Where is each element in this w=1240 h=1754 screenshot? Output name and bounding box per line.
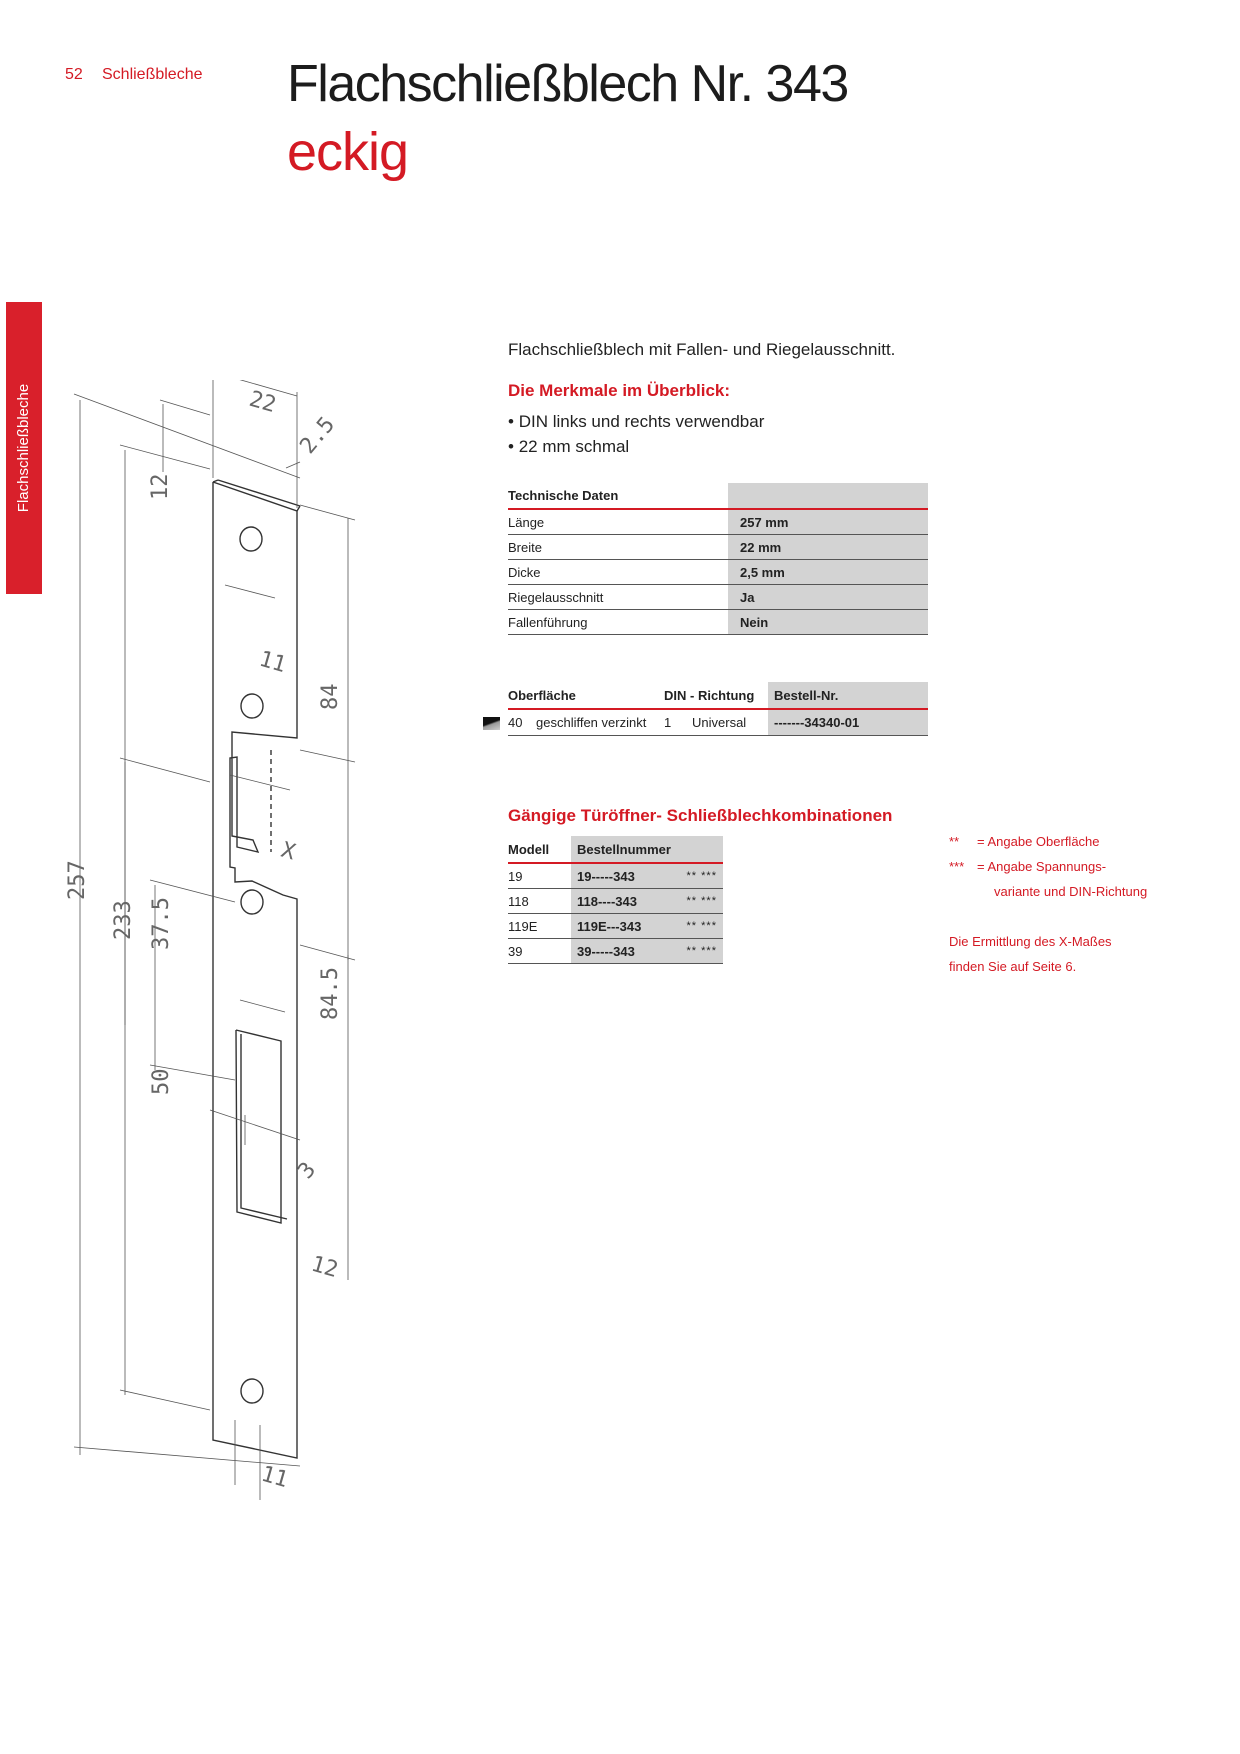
- page-title: Flachschließblech Nr. 343: [287, 55, 849, 113]
- dim-label: 2.5: [295, 412, 340, 459]
- table-row: 119E 119E---343 ** ***: [508, 913, 723, 939]
- plate-edge: [296, 505, 301, 512]
- technical-drawing: 22 2.5 12 11 84 X 257 233 37.5 84.5 50 3…: [65, 380, 356, 1500]
- feature-item: DIN links und rechts verwendbar: [508, 409, 765, 434]
- note-surface: ** = Angabe Oberfläche: [949, 834, 1100, 849]
- table-row: 19 19-----343 ** ***: [508, 863, 723, 889]
- dim-label: 11: [258, 1462, 290, 1493]
- dim-label: 12: [148, 474, 173, 501]
- dim-label: 12: [308, 1252, 340, 1283]
- model: 119E: [508, 913, 571, 939]
- dim-label: 257: [65, 860, 90, 900]
- din-header: DIN - Richtung: [664, 682, 768, 710]
- row-value: Nein: [728, 609, 928, 635]
- strike-opening: [235, 1029, 282, 1224]
- table-row: 39 39-----343 ** ***: [508, 938, 723, 964]
- side-tab: Flachschließbleche: [6, 302, 42, 594]
- row-label: Dicke: [508, 559, 728, 585]
- screw-hole-bottom: [240, 1378, 264, 1404]
- order-number: 39-----343: [571, 938, 667, 964]
- tech-data-header: Technische Daten: [508, 483, 728, 510]
- surface-header: Oberfläche: [508, 682, 664, 710]
- order-table: Oberfläche DIN - Richtung Bestell-Nr. 40…: [483, 682, 928, 736]
- order-number-header: Bestellnummer: [571, 836, 723, 864]
- table-row: 40 geschliffen verzinkt 1 Universal ----…: [483, 709, 928, 736]
- dim-label: 37.5: [149, 897, 174, 950]
- surface-swatch: [483, 709, 508, 736]
- surface-name: geschliffen verzinkt: [536, 709, 664, 736]
- dim-label: 11: [256, 647, 288, 678]
- order-number: 118----343: [571, 888, 667, 914]
- table-header-row: Modell Bestellnummer: [508, 836, 723, 864]
- model: 19: [508, 863, 571, 889]
- page-subtitle: eckig: [287, 122, 409, 182]
- note-symbol: ***: [949, 859, 965, 874]
- din-direction: Universal: [692, 709, 768, 736]
- screw-hole-mid-lower: [240, 889, 264, 915]
- row-value: Ja: [728, 584, 928, 610]
- model: 118: [508, 888, 571, 914]
- row-value: 22 mm: [728, 534, 928, 560]
- strike-opening-inner: [240, 1034, 288, 1220]
- row-label: Länge: [508, 509, 728, 535]
- table-row: Dicke 2,5 mm: [508, 559, 928, 585]
- order-suffix: ** ***: [667, 863, 723, 889]
- dim-label: 22: [246, 387, 278, 418]
- note-text: = Angabe Oberfläche: [977, 834, 1100, 849]
- dim-label: X: [278, 838, 298, 866]
- table-row: Fallenführung Nein: [508, 609, 928, 635]
- row-label: Breite: [508, 534, 728, 560]
- screw-hole-mid-upper: [240, 693, 264, 719]
- note-symbol: **: [949, 834, 960, 849]
- row-label: Riegelausschnitt: [508, 584, 728, 610]
- note-text: = Angabe Spannungs-: [977, 859, 1107, 874]
- feature-list: DIN links und rechts verwendbar 22 mm sc…: [508, 409, 765, 459]
- note-voltage-cont: variante und DIN-Richtung: [994, 884, 1148, 899]
- page-number: 52: [65, 66, 83, 83]
- model: 39: [508, 938, 571, 964]
- order-suffix: ** ***: [667, 888, 723, 914]
- order-number: -------34340-01: [768, 709, 928, 736]
- order-number: 19-----343: [571, 863, 667, 889]
- note-x-measure-cont: finden Sie auf Seite 6.: [949, 959, 1077, 974]
- table-row: Riegelausschnitt Ja: [508, 584, 928, 610]
- plate-edge: [217, 479, 301, 507]
- row-label: Fallenführung: [508, 609, 728, 635]
- side-tab-label: Flachschließbleche: [15, 383, 32, 513]
- dim-label: 233: [111, 900, 136, 940]
- dim-label: 50: [149, 1069, 174, 1096]
- plate-edge: [212, 479, 219, 483]
- note-voltage: *** = Angabe Spannungs-: [949, 859, 1106, 874]
- table-row: 118 118----343 ** ***: [508, 888, 723, 914]
- surface-code: 40: [508, 709, 536, 736]
- screw-hole-top: [239, 526, 263, 552]
- order-number: 119E---343: [571, 913, 667, 939]
- section-name: Schließbleche: [102, 66, 203, 83]
- dim-label: 84.5: [318, 967, 343, 1020]
- swatch-header: [483, 682, 508, 709]
- feature-item: 22 mm schmal: [508, 434, 764, 459]
- order-suffix: ** ***: [667, 938, 723, 964]
- combinations-table: Modell Bestellnummer 19 19-----343 ** **…: [508, 836, 723, 964]
- plate-outline: [212, 481, 298, 1459]
- features-heading: Die Merkmale im Überblick:: [508, 381, 731, 400]
- table-row: Länge 257 mm: [508, 509, 928, 535]
- row-value: 257 mm: [728, 509, 928, 535]
- surface-swatch-icon: [483, 716, 500, 730]
- model-header: Modell: [508, 836, 571, 864]
- din-code: 1: [664, 709, 692, 736]
- note-x-measure: Die Ermittlung des X-Maßes: [949, 934, 1112, 949]
- tech-data-table: Technische Daten Länge 257 mm Breite 22 …: [508, 483, 928, 635]
- table-header-row: Technische Daten: [508, 483, 928, 510]
- combinations-heading: Gängige Türöffner- Schließblechkombinati…: [508, 806, 893, 825]
- order-suffix: ** ***: [667, 913, 723, 939]
- table-header-row: Oberfläche DIN - Richtung Bestell-Nr.: [483, 682, 928, 710]
- table-row: Breite 22 mm: [508, 534, 928, 560]
- intro-text: Flachschließblech mit Fallen- und Riegel…: [508, 340, 896, 359]
- order-number-header: Bestell-Nr.: [768, 682, 928, 710]
- dim-label: 84: [318, 684, 343, 711]
- tech-data-header-value: [728, 483, 928, 510]
- row-value: 2,5 mm: [728, 559, 928, 585]
